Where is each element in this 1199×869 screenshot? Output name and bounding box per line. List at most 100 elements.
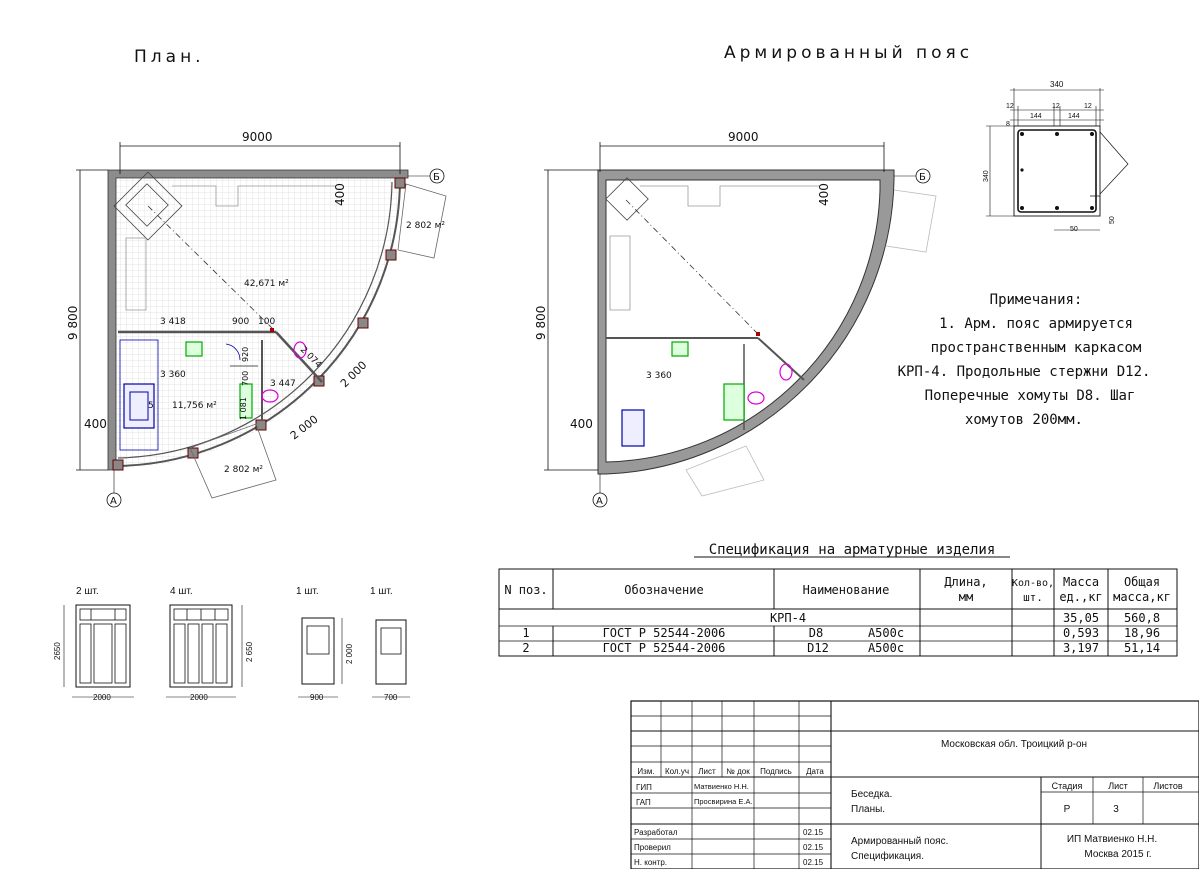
stamp-razrab: Разработал [634,828,678,837]
column [385,249,397,261]
spec-cell-pos: 2 [522,641,529,655]
cabinet [621,409,645,447]
sink [185,341,203,357]
notes-line: КРП-4. Продольные стержни D12. [898,364,1151,380]
window-2 [169,604,233,688]
stamp-stage-header: Стадия [1052,781,1083,791]
opening-height: 2 000 [345,643,354,664]
notes-line: хомутов 200мм. [965,412,1083,428]
section-dim-12: 12 [1084,103,1092,110]
stamp-col: Дата [806,767,824,776]
section-dim-340-top: 340 [1050,80,1064,89]
spec-h-length-unit: мм [959,590,973,604]
spec-group-total: 560,8 [1124,611,1160,625]
openings: 2 шт. 2000 2650 4 шт. 2000 2 650 1 шт. 9… [53,586,410,702]
opening-width: 2000 [190,693,208,702]
spec-cell-mass: 0,593 [1063,626,1099,640]
cabinet [129,391,149,421]
table-row: 1 ГОСТ Р 52544-2006 D8 А500с 0,593 18,96 [522,626,1160,640]
plan-title: План. [134,47,205,67]
stamp-object-1: Беседка. [851,789,892,800]
opening-width: 700 [384,693,398,702]
spec-h-total-unit: масса,кг [1113,590,1171,604]
section-dim-144: 144 [1030,113,1042,120]
corner-unit [605,177,649,221]
spec-table: Спецификация на арматурные изделия N поз… [498,542,1178,657]
dim-900: 900 [232,317,249,327]
stamp-sheet: 3 [1113,804,1119,815]
stamp-stage: Р [1064,804,1071,815]
axis-a-label: А [110,496,117,507]
section-dim-12: 12 [1006,103,1014,110]
steps-top [397,183,447,259]
dim-2802b: 2 802 м² [224,465,263,475]
belt-dim-9000: 9000 [728,130,759,144]
dim-2000a: 2 000 [338,359,369,390]
belt-dim-3360: 3 360 [646,371,672,381]
spec-cell-mass: 3,197 [1063,641,1099,655]
spec-h-qty: Кол-во, [1012,578,1054,589]
column [394,177,406,189]
stamp-gap-label: ГАП [636,798,651,807]
dim-2802a: 2 802 м² [406,221,445,231]
spec-cell-designation: ГОСТ Р 52544-2006 [603,641,726,655]
dim-3418: 3 418 [160,317,186,327]
sink [671,341,689,357]
stamp-gap-name: Просвирина Е.А. [694,797,753,806]
partition [757,337,805,381]
stamp-sheet-title-1: Армированный пояс. [851,836,948,847]
belt-title: Армированный пояс [724,43,973,63]
section-dim-144: 144 [1068,113,1080,120]
dim-100: 100 [258,317,275,327]
sofa [125,237,147,311]
opening-count: 1 шт. [296,586,319,597]
dim-700: 700 [241,371,250,386]
title-block: Московская обл. Троицкий р-он Изм. Кол.у… [630,700,1199,869]
rebar [1055,206,1059,210]
stamp-org-city: Москва 2015 г. [1084,849,1151,860]
area-small: 11,756 м² [172,401,217,411]
cabinet [123,383,155,429]
spec-cell-steel: А500с [868,641,904,655]
stamp-date: 02.15 [803,843,824,852]
stamp-object-2: Планы. [851,804,885,815]
opening-count: 2 шт. [76,586,99,597]
area-main: 42,671 м² [244,279,289,289]
counter [172,185,336,207]
belt-dim-400-top: 400 [817,183,831,206]
stamp-col: Лист [698,767,716,776]
dim-1081: 1 081 [239,397,248,420]
opening-height: 2 650 [245,641,254,662]
stamp-col: Кол.уч [665,767,689,776]
diagonal-axis [625,199,759,335]
notes-line: пространственным каркасом [931,340,1142,356]
corner-unit [113,171,183,241]
stamp-location: Московская обл. Троицкий р-он [941,738,1087,750]
spec-cell-designation: ГОСТ Р 52544-2006 [603,626,726,640]
spec-cell-pos: 1 [522,626,529,640]
dim-920: 920 [241,347,250,362]
stamp-date: 02.15 [803,858,824,867]
spec-cell-diameter: D8 [809,626,823,640]
stamp-sheet-header: Лист [1108,781,1128,791]
dim-3447: 3 447 [270,379,296,389]
stamp-nkontr: Н. контр. [634,858,667,867]
opening-count: 1 шт. [370,586,393,597]
shower [723,383,745,421]
notes-line: 1. Арм. пояс армируется [939,316,1133,332]
spec-cell-steel: А500с [868,626,904,640]
stamp-gip-label: ГИП [636,783,652,792]
spec-h-pos: N поз. [504,583,547,597]
section-dim-50: 50 [1109,216,1116,224]
section-dim-50: 50 [1070,226,1078,233]
dim-3360: 3 360 [160,370,186,380]
steps-ghost [685,445,765,497]
toilet [779,363,793,381]
axis-b-label: Б [433,172,440,183]
dim-9000: 9000 [242,130,273,144]
toilet [293,341,307,359]
belt-axis-b-label: Б [919,172,926,183]
stamp-gip-name: Матвиенко Н.Н. [694,782,749,791]
spec-group-mass: 35,05 [1063,611,1099,625]
